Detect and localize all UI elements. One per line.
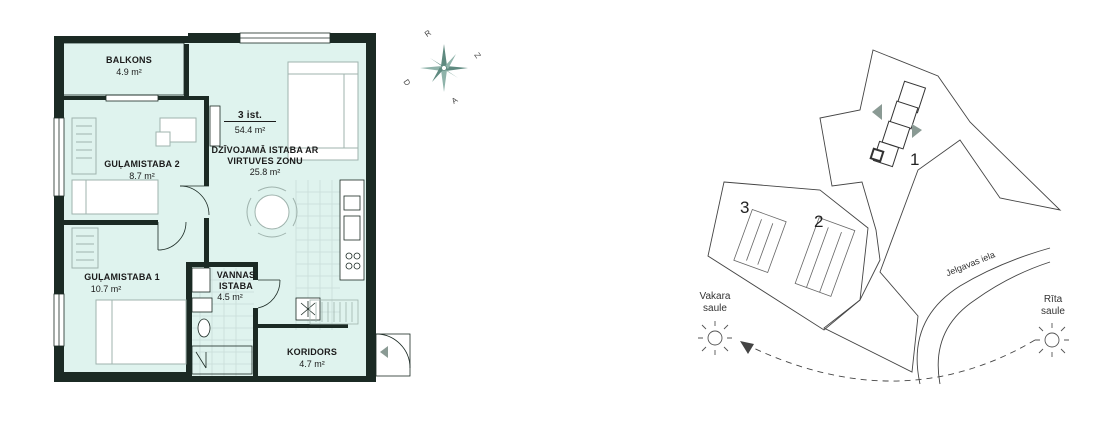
apartment-rooms-count: 3 ist. xyxy=(238,110,262,121)
jelgavas-road-outer xyxy=(937,261,1051,385)
room-name-corridor: KORIDORS xyxy=(286,347,338,357)
floor-plan xyxy=(53,32,411,382)
sun-east-icon xyxy=(1035,323,1069,357)
site-boundary-north xyxy=(819,49,1062,373)
building-number-2: 2 xyxy=(814,212,824,231)
sun-west-label-line2: saule xyxy=(703,303,727,314)
bed-2 xyxy=(71,117,197,215)
doors xyxy=(157,185,281,309)
room-name-living-line1: DZĪVOJAMĀ ISTABA AR xyxy=(211,145,319,155)
bath-fixtures xyxy=(191,267,253,375)
apartment-label-divider xyxy=(224,121,276,122)
kitchen-counter xyxy=(339,179,365,281)
bed-1 xyxy=(71,227,187,365)
jelgavas-road-inner xyxy=(916,247,1051,385)
sun-east-label-line1: Rīta xyxy=(1043,294,1063,305)
building-3 xyxy=(733,208,787,274)
room-name-bath-line1: VANNAS xyxy=(216,270,256,280)
sun-west-label-line1: Vakara xyxy=(699,291,731,302)
balcony-railing xyxy=(61,42,185,96)
room-name-bath-line2: ISTABA xyxy=(218,281,254,291)
entry-door xyxy=(375,333,411,377)
apartment-total-area: 54.4 m² xyxy=(234,125,266,135)
room-area-bed1: 10.7 m² xyxy=(90,284,122,294)
inner-walls xyxy=(62,44,348,378)
sun-east-label-line2: saule xyxy=(1041,306,1065,317)
windows xyxy=(53,32,331,347)
site-plan xyxy=(707,49,1062,385)
room-name-bed2: GUĻAMISTABA 2 xyxy=(104,159,180,169)
sun-path-arrow xyxy=(740,341,754,354)
building-number-1: 1 xyxy=(910,150,920,169)
sofa xyxy=(287,61,359,161)
floor-entry xyxy=(250,328,368,378)
room-name-balkons: BALKONS xyxy=(106,55,152,65)
room-area-bath: 4.5 m² xyxy=(217,292,243,302)
sun-path xyxy=(744,339,1036,382)
compass-rose xyxy=(420,44,468,92)
room-name-living-line2: VIRTUVES ZONU xyxy=(227,156,303,166)
room-area-living: 25.8 m² xyxy=(249,167,281,177)
building-1-marker-left xyxy=(872,104,882,120)
room-area-balkons: 4.9 m² xyxy=(116,67,142,77)
building-1-marker-right xyxy=(912,124,922,138)
room-area-corridor: 4.7 m² xyxy=(299,359,325,369)
room-name-bed1: GUĻAMISTABA 1 xyxy=(84,272,160,282)
building-number-3: 3 xyxy=(740,198,750,217)
building-1 xyxy=(869,80,927,168)
building-2 xyxy=(794,217,856,297)
outer-walls xyxy=(54,33,376,382)
sun-west-icon xyxy=(698,321,732,355)
site-boundary-west xyxy=(707,181,869,331)
dining-table xyxy=(246,186,298,238)
room-area-bed2: 8.7 m² xyxy=(129,171,155,181)
wardrobe xyxy=(295,297,359,325)
